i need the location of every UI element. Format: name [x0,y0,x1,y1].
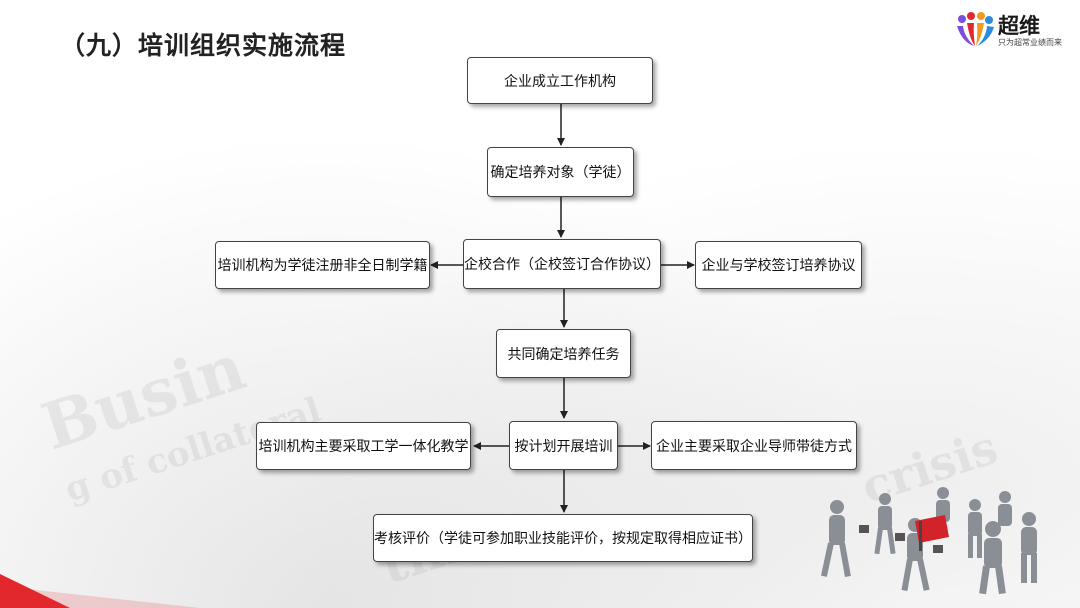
logo-slogan: 只为超常业绩而来 [998,38,1062,47]
flow-step-2: 确定培养对象（学徒） [487,147,634,197]
flow-step-5: 按计划开展培训 [509,421,618,470]
corner-accent [0,574,70,608]
flow-step-5-left: 培训机构主要采取工学一体化教学 [256,422,471,470]
flow-step-5-right: 企业主要采取企业导师带徒方式 [651,421,857,470]
flow-step-3-left: 培训机构为学徒注册非全日制学籍 [215,241,430,289]
flow-step-3: 企校合作（企校签订合作协议） [463,239,661,289]
business-people-illustration-icon [820,487,1037,595]
flow-step-1: 企业成立工作机构 [467,57,653,104]
flow-step-4: 共同确定培养任务 [496,329,631,378]
page-title: （九）培训组织实施流程 [60,31,347,60]
people-figures-logo-icon [957,12,994,46]
flow-step-6: 考核评价（学徒可参加职业技能评价，按规定取得相应证书） [373,514,753,562]
brand-logo: 超维 只为超常业绩而来 [954,10,1066,50]
flow-step-3-right: 企业与学校签订培养协议 [695,241,862,289]
logo-name: 超维 [998,14,1040,38]
